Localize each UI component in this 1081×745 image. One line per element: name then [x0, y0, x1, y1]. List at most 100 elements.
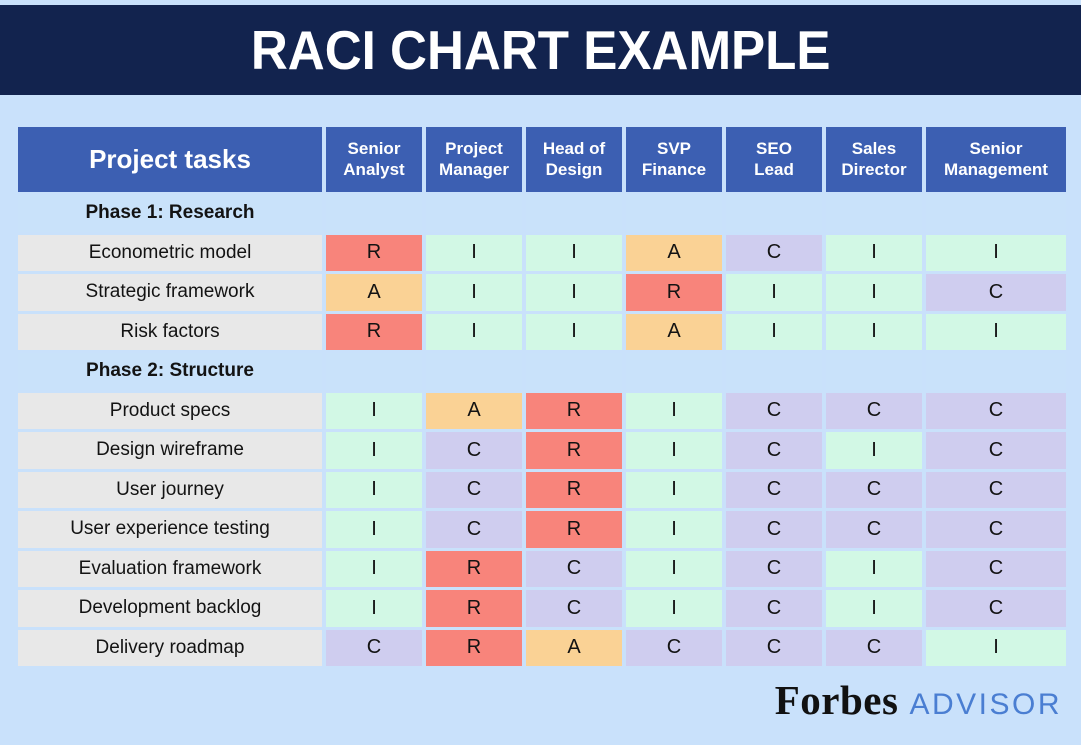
raci-cell-c: C: [626, 629, 722, 666]
raci-cell-c: C: [926, 590, 1066, 627]
raci-cell-i: I: [626, 392, 722, 429]
raci-cell-i: I: [726, 313, 822, 350]
raci-cell-c: C: [426, 471, 522, 508]
task-label: Product specs: [18, 392, 322, 429]
raci-cell-r: R: [526, 392, 622, 429]
phase-row-cell: [926, 353, 1066, 390]
raci-cell-c: C: [726, 471, 822, 508]
raci-cell-c: C: [426, 432, 522, 469]
raci-cell-r: R: [626, 274, 722, 311]
task-label: Risk factors: [18, 313, 322, 350]
raci-cell-c: C: [826, 392, 922, 429]
raci-cell-c: C: [826, 629, 922, 666]
raci-cell-c: C: [726, 511, 822, 548]
phase-row-header: Phase 1: Research: [18, 195, 322, 232]
column-header-project-tasks: Project tasks: [18, 127, 322, 192]
raci-cell-i: I: [826, 432, 922, 469]
raci-cell-c: C: [926, 550, 1066, 587]
raci-cell-c: C: [726, 432, 822, 469]
task-label: Delivery roadmap: [18, 629, 322, 666]
raci-cell-i: I: [726, 274, 822, 311]
phase-row-cell: [526, 195, 622, 232]
raci-cell-c: C: [526, 590, 622, 627]
phase-row-cell: [726, 195, 822, 232]
task-label: User journey: [18, 471, 322, 508]
task-label: Design wireframe: [18, 432, 322, 469]
phase-row-cell: [326, 353, 422, 390]
raci-cell-i: I: [326, 590, 422, 627]
raci-cell-r: R: [526, 471, 622, 508]
raci-cell-c: C: [926, 274, 1066, 311]
raci-cell-a: A: [426, 392, 522, 429]
phase-row-cell: [526, 353, 622, 390]
raci-cell-i: I: [426, 274, 522, 311]
raci-cell-i: I: [326, 511, 422, 548]
raci-cell-i: I: [326, 432, 422, 469]
raci-cell-i: I: [326, 471, 422, 508]
task-label: Evaluation framework: [18, 550, 322, 587]
phase-row-cell: [926, 195, 1066, 232]
raci-cell-i: I: [526, 274, 622, 311]
raci-cell-a: A: [526, 629, 622, 666]
raci-cell-c: C: [726, 590, 822, 627]
raci-cell-r: R: [326, 234, 422, 271]
raci-cell-a: A: [326, 274, 422, 311]
raci-cell-c: C: [726, 234, 822, 271]
title-banner: RACI CHART EXAMPLE: [0, 5, 1081, 95]
raci-cell-i: I: [626, 471, 722, 508]
forbes-wordmark: Forbes: [774, 677, 899, 723]
raci-cell-r: R: [426, 629, 522, 666]
raci-cell-i: I: [626, 590, 722, 627]
raci-cell-c: C: [926, 471, 1066, 508]
task-label: User experience testing: [18, 511, 322, 548]
raci-cell-i: I: [826, 313, 922, 350]
raci-cell-i: I: [326, 550, 422, 587]
raci-cell-i: I: [626, 432, 722, 469]
page-title: RACI CHART EXAMPLE: [250, 19, 831, 81]
raci-cell-i: I: [426, 313, 522, 350]
raci-cell-c: C: [926, 432, 1066, 469]
raci-cell-c: C: [926, 511, 1066, 548]
raci-cell-a: A: [626, 313, 722, 350]
phase-row-cell: [626, 353, 722, 390]
raci-cell-i: I: [326, 392, 422, 429]
raci-cell-i: I: [826, 590, 922, 627]
raci-cell-c: C: [826, 511, 922, 548]
raci-cell-c: C: [726, 392, 822, 429]
raci-cell-i: I: [826, 550, 922, 587]
raci-cell-c: C: [326, 629, 422, 666]
raci-cell-c: C: [926, 392, 1066, 429]
raci-cell-i: I: [926, 629, 1066, 666]
phase-label: Phase 2: Structure: [86, 360, 254, 382]
raci-cell-c: C: [426, 511, 522, 548]
phase-row-cell: [426, 195, 522, 232]
raci-cell-i: I: [926, 313, 1066, 350]
task-label: Strategic framework: [18, 274, 322, 311]
phase-row-header: Phase 2: Structure: [18, 353, 322, 390]
raci-cell-r: R: [526, 511, 622, 548]
raci-cell-i: I: [926, 234, 1066, 271]
phase-row-cell: [326, 195, 422, 232]
raci-cell-i: I: [526, 313, 622, 350]
raci-cell-c: C: [726, 629, 822, 666]
raci-cell-i: I: [526, 234, 622, 271]
raci-cell-a: A: [626, 234, 722, 271]
phase-row-cell: [826, 195, 922, 232]
forbes-advisor-logo: Forbes ADVISOR: [775, 676, 1062, 724]
phase-row-cell: [426, 353, 522, 390]
